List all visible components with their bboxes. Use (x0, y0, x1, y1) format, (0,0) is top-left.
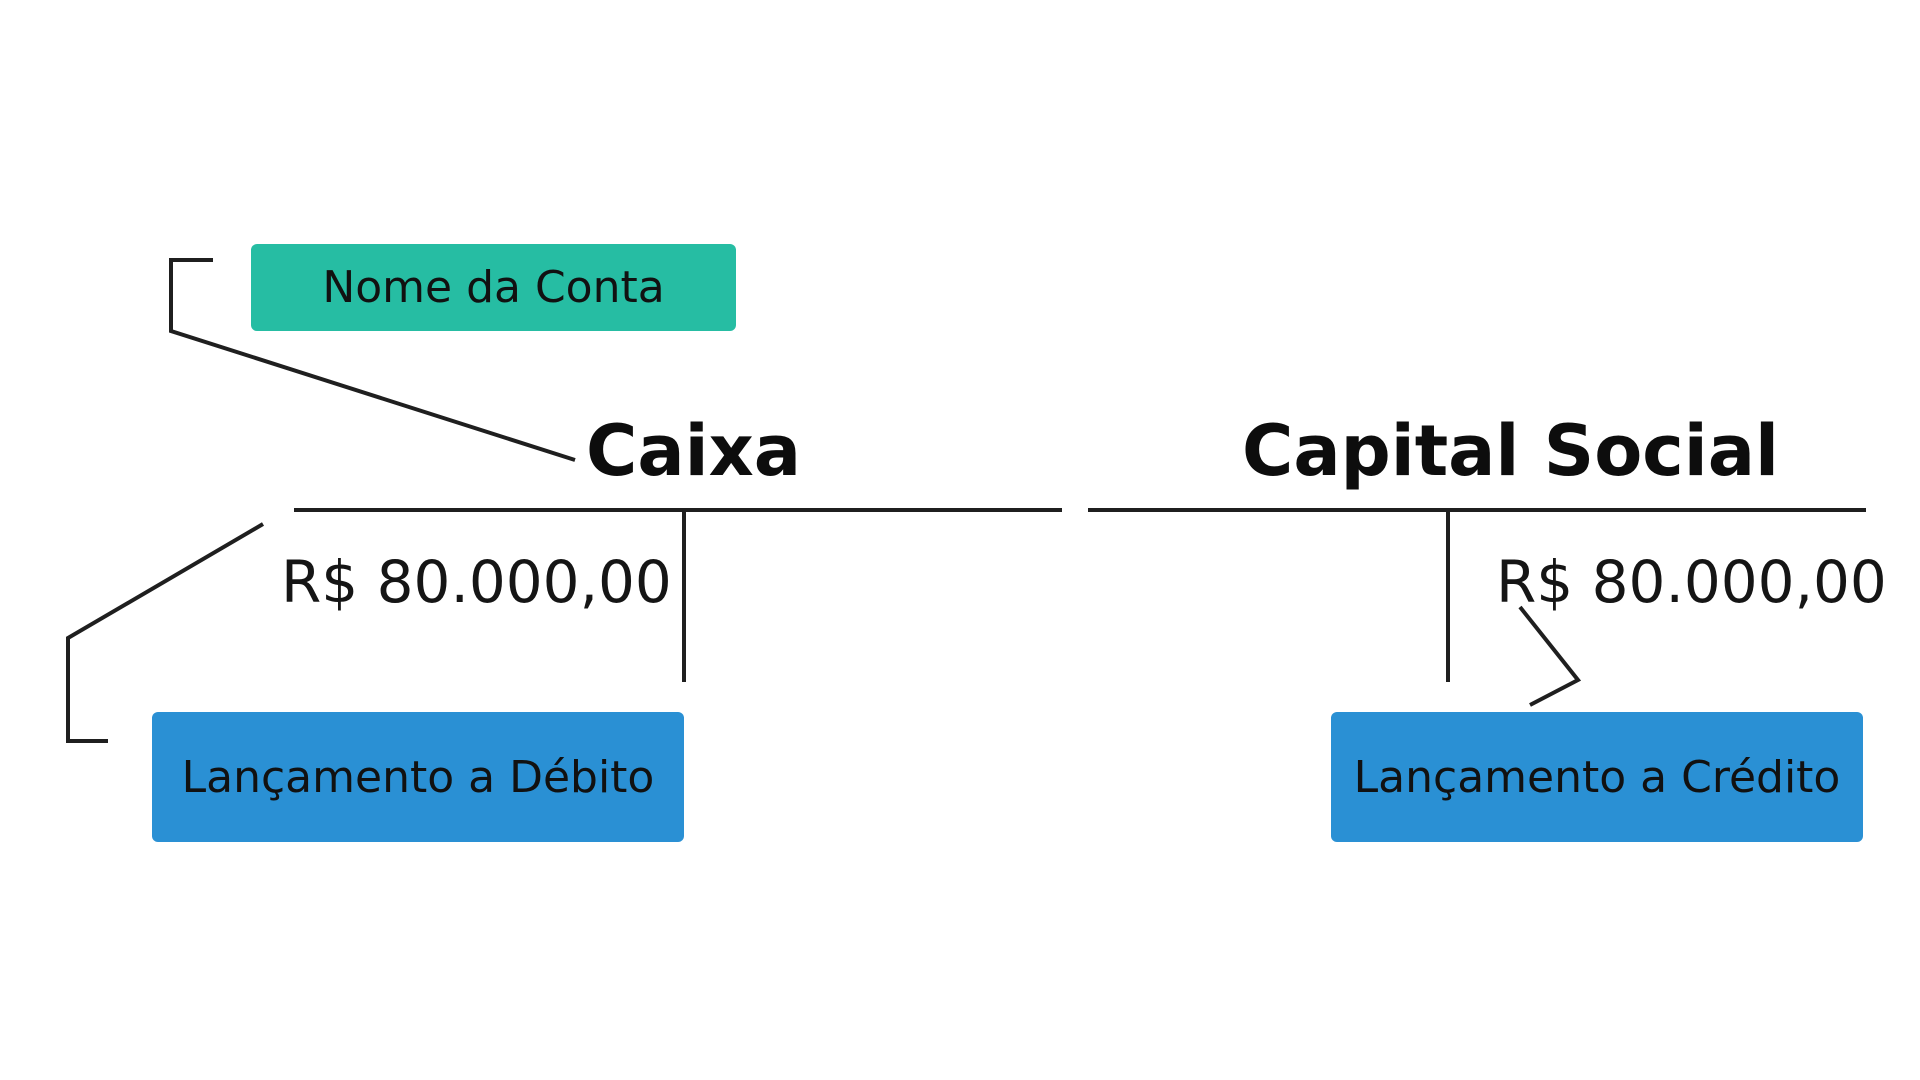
account-name-label: Nome da Conta (322, 262, 665, 313)
caixa-debit-amount: R$ 80.000,00 (281, 548, 672, 616)
capital-social-account-title: Capital Social (1242, 410, 1779, 492)
debit-callout-line (66, 522, 265, 743)
capital-social-credit-amount: R$ 80.000,00 (1496, 548, 1887, 616)
account-name-callout-line (169, 258, 576, 462)
account-name-label-box: Nome da Conta (251, 244, 736, 331)
credit-entry-label-box: Lançamento a Crédito (1331, 712, 1863, 842)
credit-entry-label: Lançamento a Crédito (1353, 751, 1841, 803)
credit-callout-line (1518, 605, 1582, 707)
caixa-account-title: Caixa (586, 410, 801, 492)
debit-entry-label: Lançamento a Débito (181, 751, 655, 803)
debit-entry-label-box: Lançamento a Débito (152, 712, 684, 842)
